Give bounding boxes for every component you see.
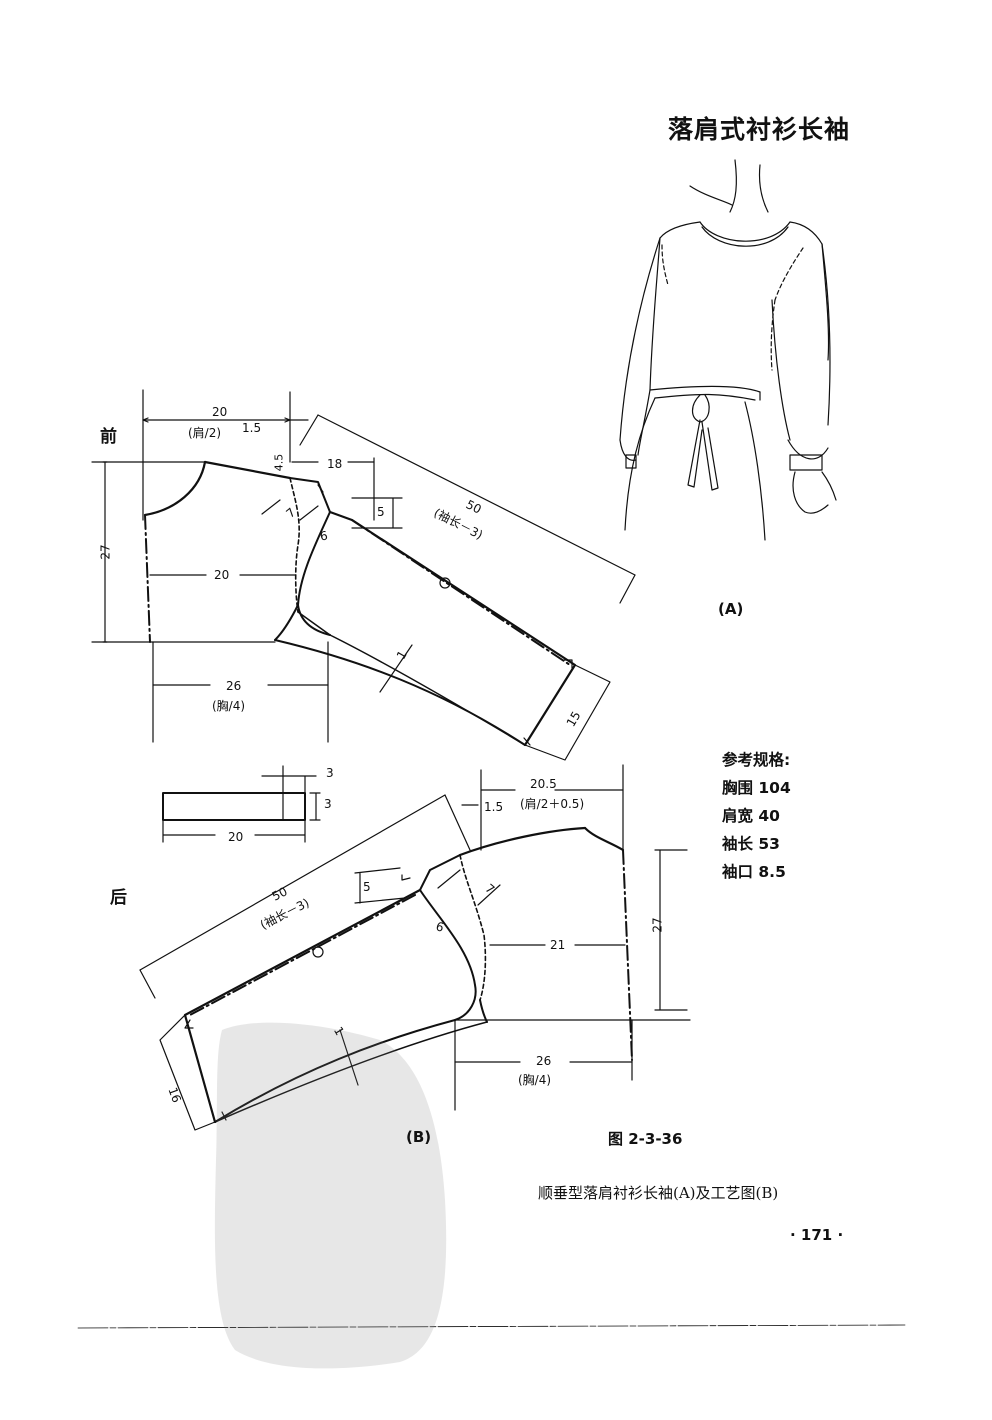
dim-front-drop: 4.5 bbox=[272, 453, 286, 472]
dim-front-chest: 26 bbox=[226, 679, 242, 693]
dim-front-chest-formula: (胸/4) bbox=[212, 699, 246, 713]
dim-cuff-len: 20 bbox=[228, 830, 244, 844]
dim-front-shoulder-ext: 1.5 bbox=[242, 421, 262, 435]
dim-back-shoulder-formula: (肩/2＋0.5) bbox=[520, 797, 585, 811]
dim-cuff-w: 3 bbox=[326, 766, 334, 780]
specs-heading: 参考规格: bbox=[722, 751, 791, 769]
dim-back-mid: 21 bbox=[550, 938, 566, 952]
spec-item: 袖口 8.5 bbox=[722, 863, 786, 881]
dim-front-shoulder: 20 bbox=[212, 405, 228, 419]
page-number: · 171 · bbox=[790, 1226, 844, 1244]
dim-front-18: 18 bbox=[327, 457, 343, 471]
dim-back-cap5: 5 bbox=[363, 880, 371, 894]
dim-front-height: 27 bbox=[98, 544, 113, 560]
dim-front-shoulder-formula: (肩/2) bbox=[188, 426, 222, 440]
back-pattern bbox=[139, 764, 691, 1131]
label-b: (B) bbox=[406, 1128, 432, 1146]
dim-back-chest-formula: (胸/4) bbox=[518, 1073, 552, 1087]
blouse-illustration bbox=[619, 159, 837, 541]
dim-front-cap5: 5 bbox=[377, 505, 385, 519]
dim-front-mid: 20 bbox=[214, 568, 230, 582]
seal-watermark bbox=[214, 1022, 447, 1369]
label-a: (A) bbox=[718, 600, 744, 618]
reference-specs: 参考规格: 胸围 104 肩宽 40 袖长 53 袖口 8.5 bbox=[722, 746, 791, 886]
front-label: 前 bbox=[100, 427, 117, 447]
cuff-pattern bbox=[162, 765, 321, 843]
front-pattern bbox=[91, 389, 636, 761]
dim-back-chest: 26 bbox=[536, 1054, 552, 1068]
figure-caption: 顺垂型落肩衬衫长袖(A)及工艺图(B) bbox=[538, 1184, 779, 1202]
dim-back-height: 27 bbox=[650, 917, 665, 933]
dim-cuff-h: 3 bbox=[324, 797, 332, 811]
spec-item: 袖长 53 bbox=[722, 835, 780, 853]
page-rule bbox=[77, 1324, 906, 1329]
back-label: 后 bbox=[110, 888, 127, 908]
page-title: 落肩式衬衫长袖 bbox=[668, 115, 851, 144]
dim-back-shoulder: 20.5 bbox=[530, 777, 557, 791]
figure-number: 图 2-3-36 bbox=[608, 1130, 683, 1148]
dim-back-shoulder-ext: 1.5 bbox=[484, 800, 504, 814]
spec-item: 肩宽 40 bbox=[722, 807, 780, 825]
spec-item: 胸围 104 bbox=[722, 779, 791, 797]
